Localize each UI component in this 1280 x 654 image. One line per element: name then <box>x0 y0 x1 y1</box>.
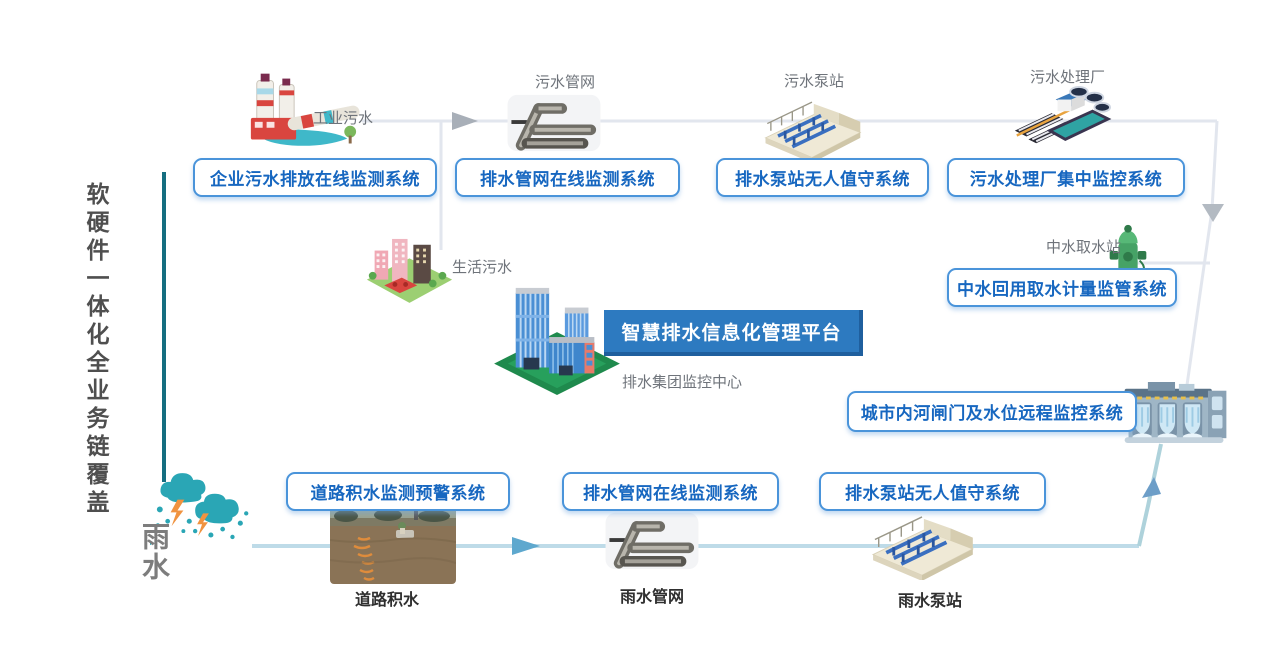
treatment-plant-monitor-button[interactable]: 污水处理厂集中监控系统 <box>947 158 1185 197</box>
industrial-sewage-label: 工业污水 <box>313 110 374 127</box>
river-gate-dam-icon <box>1124 382 1227 444</box>
sewage-pipe-network-icon <box>507 94 601 152</box>
sewage-treatment-plant-label: 污水处理厂 <box>1030 69 1106 86</box>
enterprise-discharge-monitor-button[interactable]: 企业污水排放在线监测系统 <box>193 158 437 197</box>
sewage-pump-station-label: 污水泵站 <box>784 73 845 90</box>
rain-cloud-icon <box>150 473 249 545</box>
road-flood-photo <box>330 508 456 584</box>
residential-buildings-icon <box>366 238 453 303</box>
domestic-sewage-label: 生活污水 <box>452 259 513 276</box>
rain-pipe-network-label: 雨水管网 <box>620 589 685 606</box>
river-gate-monitor-button[interactable]: 城市内河闸门及水位远程监控系统 <box>847 391 1137 432</box>
rain-pipe-monitor-button[interactable]: 排水管网在线监测系统 <box>562 472 779 511</box>
sewage-pump-unmanned-button[interactable]: 排水泵站无人值守系统 <box>716 158 929 197</box>
platform-title-banner[interactable]: 智慧排水信息化管理平台 <box>604 310 863 356</box>
reclaimed-water-station-label: 中水取水站 <box>1046 239 1122 256</box>
rain-pipe-network-icon <box>605 512 699 570</box>
sewage-pipe-monitor-button[interactable]: 排水管网在线监测系统 <box>455 158 680 197</box>
sidebar-vertical-title: 软硬件一体化全业务链覆盖 <box>83 182 109 518</box>
sewage-treatment-plant-icon <box>1014 85 1112 144</box>
rainwater-source-label: 雨水 <box>139 522 170 582</box>
reclaimed-water-metering-button[interactable]: 中水回用取水计量监管系统 <box>947 268 1177 307</box>
rain-pump-station-label: 雨水泵站 <box>898 593 963 610</box>
monitoring-center-buildings-icon <box>494 287 620 396</box>
rain-pump-station-icon <box>871 516 974 580</box>
sidebar-divider-line <box>162 172 166 482</box>
factory-icon <box>250 73 360 146</box>
rain-pump-unmanned-button[interactable]: 排水泵站无人值守系统 <box>819 472 1046 511</box>
monitoring-center-label: 排水集团监控中心 <box>622 374 743 391</box>
sewage-pipe-network-label: 污水管网 <box>535 74 596 91</box>
sewage-pump-station-icon <box>764 101 862 162</box>
road-flood-label: 道路积水 <box>355 592 420 609</box>
road-flood-warning-button[interactable]: 道路积水监测预警系统 <box>286 472 510 511</box>
